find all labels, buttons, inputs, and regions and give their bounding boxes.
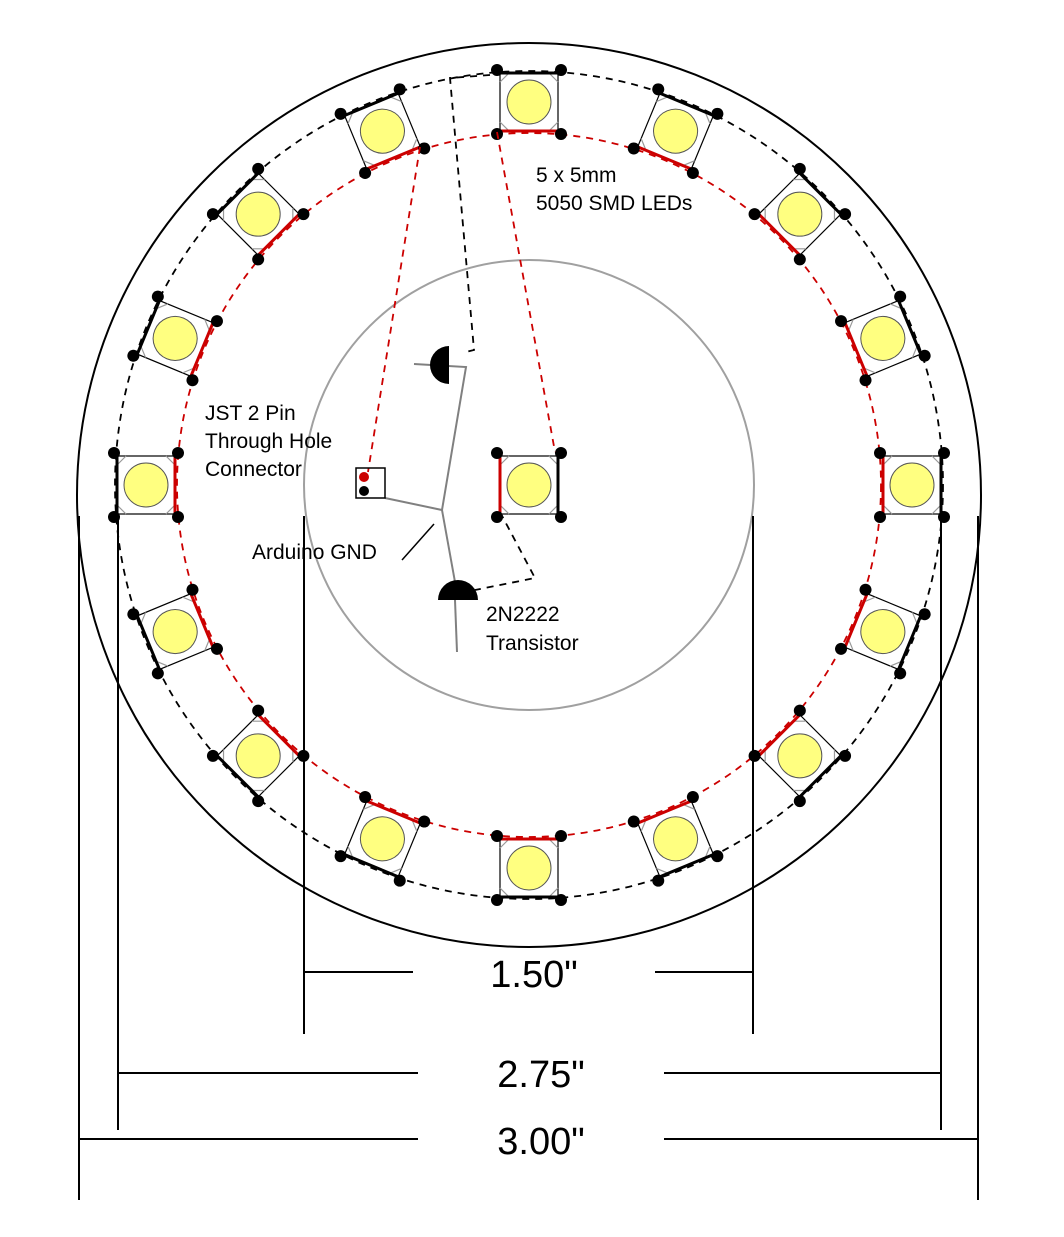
led-label-line2: 5050 SMD LEDs	[536, 192, 692, 215]
led-12	[127, 583, 223, 680]
positive-trace-ring	[176, 132, 882, 838]
led-0	[491, 447, 567, 523]
wire-gnd-junction	[441, 509, 456, 583]
gnd-label: Arduino GND	[252, 541, 377, 564]
led-15	[206, 162, 310, 266]
negative-trace-ring	[114, 70, 944, 900]
led-16	[334, 83, 431, 179]
led-8	[627, 791, 724, 887]
led-7	[748, 704, 852, 808]
led-2	[627, 83, 724, 179]
jst-positive-pin	[359, 472, 369, 482]
dim-middle-label: 2.75"	[497, 1054, 584, 1096]
led-3	[748, 162, 852, 266]
jst-negative-pin	[359, 486, 369, 496]
led-5	[874, 447, 950, 523]
led-4	[835, 290, 931, 387]
transistor-label-line1: 2N2222	[486, 603, 560, 626]
led-6	[835, 583, 931, 680]
led-13	[108, 447, 184, 523]
dim-inner-label: 1.50"	[490, 954, 577, 996]
transistor-collector-wire	[474, 511, 537, 591]
top-transistor-icon	[430, 346, 449, 384]
transistor-icon	[438, 580, 478, 600]
led-1	[491, 64, 567, 140]
led-10	[334, 791, 431, 887]
led-14	[127, 290, 223, 387]
jst-label-line3: Connector	[205, 458, 302, 481]
led-ring	[108, 64, 950, 906]
negative-lead-wire	[449, 74, 491, 353]
transistor-label-line2: Transistor	[486, 632, 579, 655]
led-label-line1: 5 x 5mm	[536, 164, 617, 187]
wire-top-transistor	[384, 363, 468, 512]
led-11	[206, 704, 310, 808]
wire-transistor-emitter	[454, 599, 458, 653]
gnd-leader-line	[401, 523, 435, 561]
led-positive-wire	[496, 131, 556, 453]
jst-label-line2: Through Hole	[205, 430, 332, 453]
led-9	[491, 830, 567, 906]
jst-connector	[355, 467, 386, 499]
inner-circle	[303, 259, 755, 711]
board-outline	[76, 42, 982, 948]
jst-label-line1: JST 2 Pin	[205, 402, 296, 425]
positive-lead-wire	[367, 146, 421, 473]
dim-outer-label: 3.00"	[497, 1121, 584, 1163]
